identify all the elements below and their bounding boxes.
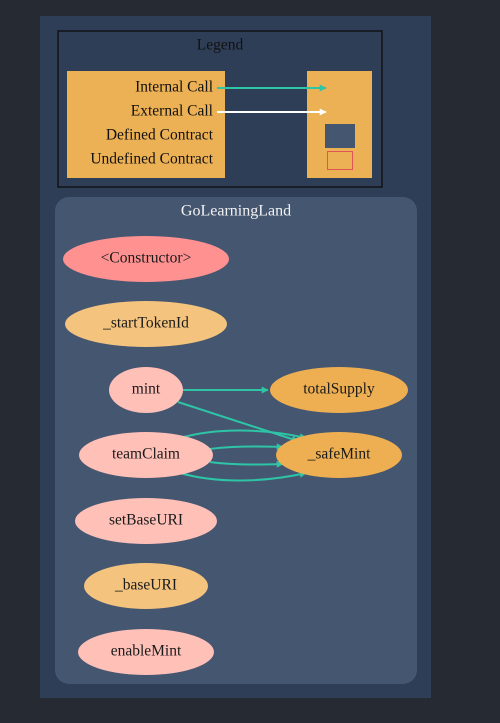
node-constructor-shape [63,236,229,282]
node-start-token-id-label: _startTokenId [102,315,189,332]
node-enable-mint-label: enableMint [111,643,182,660]
legend-defined-contract-swatch [325,124,355,148]
edge-mint-to-safemint [177,401,299,443]
node-start-token-id-shape [65,301,227,347]
node-mint-shape [109,367,183,413]
call-edges [177,386,307,482]
node-total-supply-shape [270,367,408,413]
edge-teamclaim-to-safemint-2 [209,443,284,451]
node-safe-mint[interactable]: _safeMint [276,432,402,478]
node-mint-label: mint [132,381,161,398]
node-set-base-uri-label: setBaseURI [109,512,183,529]
edge-teamclaim-to-safemint-1 [179,429,307,441]
legend-undefined-contract-label: Undefined Contract [90,151,213,168]
node-team-claim-label: teamClaim [112,446,180,463]
node-constructor[interactable]: <Constructor> [63,236,229,282]
edge-teamclaim-to-safemint-4 [179,470,307,482]
legend-undefined-contract-swatch [327,151,353,170]
node-mint[interactable]: mint [109,367,183,413]
node-safe-mint-shape [276,432,402,478]
node-set-base-uri-shape [75,498,217,544]
edge-teamclaim-to-safemint-3 [209,460,284,468]
legend-defined-contract-label: Defined Contract [106,127,214,144]
node-constructor-label: <Constructor> [101,250,192,267]
legend-label-panel [67,71,225,178]
legend-frame [57,30,383,188]
function-nodes: <Constructor> _startTokenId mint teamCla… [63,236,408,675]
node-set-base-uri[interactable]: setBaseURI [75,498,217,544]
node-total-supply-label: totalSupply [303,381,375,398]
node-base-uri-shape [84,563,208,609]
node-team-claim-shape [79,432,213,478]
legend-title: Legend [197,37,244,54]
legend: Legend Internal Call External Call Defin… [57,30,383,188]
legend-internal-call-label: Internal Call [135,79,213,96]
node-start-token-id[interactable]: _startTokenId [65,301,227,347]
contract-name: GoLearningLand [181,203,291,220]
node-enable-mint[interactable]: enableMint [78,629,214,675]
node-team-claim[interactable]: teamClaim [79,432,213,478]
node-safe-mint-label: _safeMint [307,446,372,463]
node-base-uri-label: _baseURI [114,577,177,594]
legend-external-call-label: External Call [131,103,213,120]
node-base-uri[interactable]: _baseURI [84,563,208,609]
node-enable-mint-shape [78,629,214,675]
node-total-supply[interactable]: totalSupply [270,367,408,413]
